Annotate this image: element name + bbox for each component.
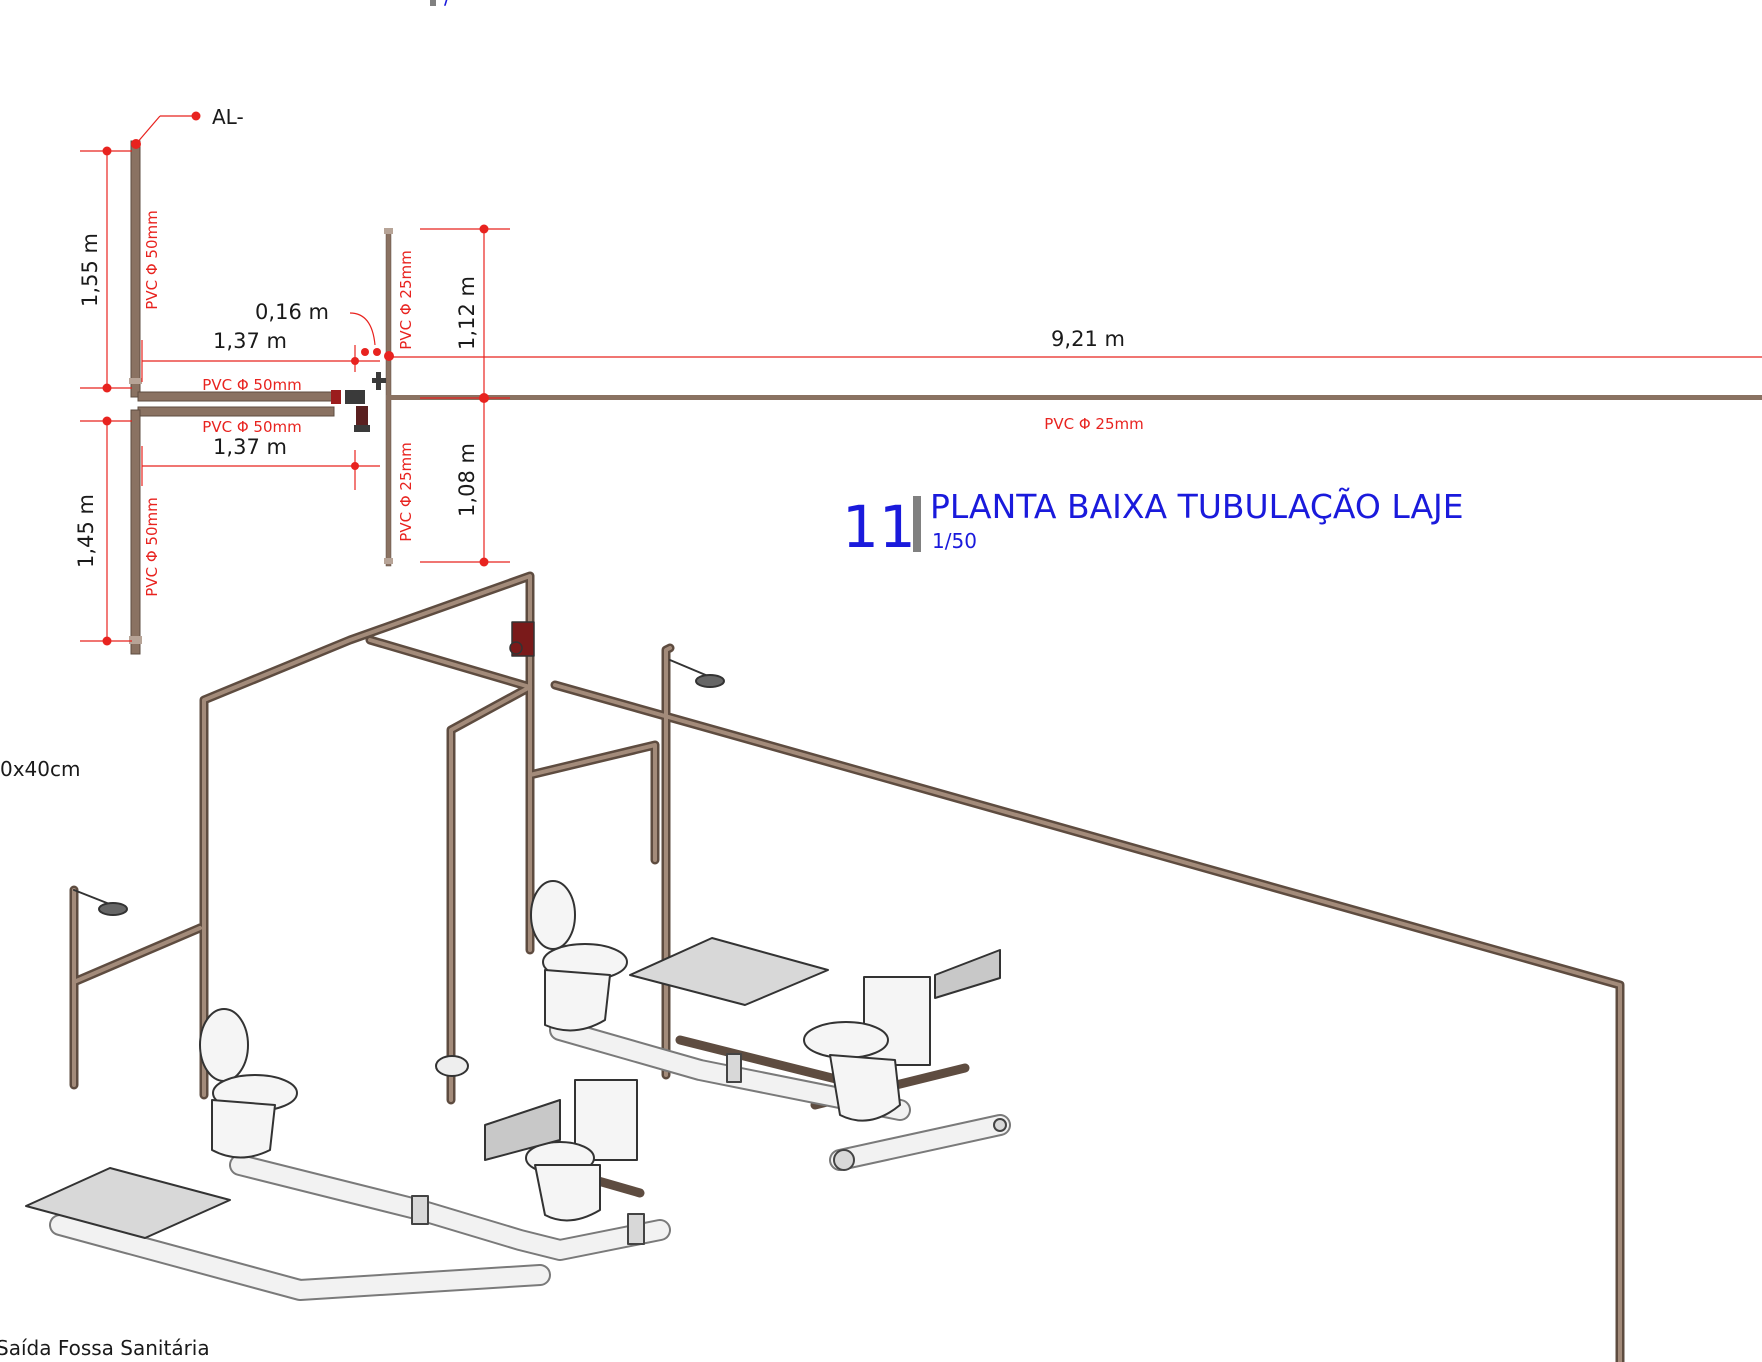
title-block: 11 PLANTA BAIXA TUBULAÇÃO LAJE 1/50 <box>842 487 1464 561</box>
label-riser-upper: PVC Φ 50mm <box>143 210 161 309</box>
toilet-tank-center <box>525 1079 638 1222</box>
lower-riser-pipe <box>129 409 142 655</box>
dim-vertical-lower: 1,08 m <box>455 443 479 517</box>
marker-label: AL- <box>212 105 244 129</box>
label-vertical-upper: PVC Φ 25mm <box>397 250 415 349</box>
note-box-size: 0x40cm <box>0 757 81 781</box>
title-divider <box>913 496 921 552</box>
dim-main-run: 9,21 m <box>1051 327 1125 351</box>
toilet-middle <box>530 880 628 1032</box>
plan-view: 1,55 m 1,45 m 1,37 m 1,37 m 0,16 m 1,12 … <box>74 105 1762 655</box>
dimension-lines <box>80 111 1762 646</box>
supply-pipes <box>69 571 1625 1362</box>
label-branch-lower: PVC Φ 50mm <box>202 418 301 436</box>
toilet-left <box>199 1008 298 1159</box>
sewer-fittings <box>411 1053 1007 1245</box>
main-25mm-pipe <box>386 395 1762 400</box>
sink-right <box>934 949 1001 999</box>
label-branch-upper: PVC Φ 50mm <box>202 376 301 394</box>
toilet-tank-right <box>803 976 931 1122</box>
title-scale: 1/50 <box>932 529 977 553</box>
dim-vertical-upper: 1,12 m <box>455 276 479 350</box>
dim-offset: 0,16 m <box>255 300 329 324</box>
valve-cluster <box>509 621 535 657</box>
label-vertical-lower: PVC Φ 25mm <box>397 442 415 541</box>
dim-branch-lower: 1,37 m <box>213 435 287 459</box>
basin-small <box>435 1055 469 1077</box>
shower-tray-center <box>629 937 829 1006</box>
shower-head-left <box>73 889 128 916</box>
upper-riser-pipe <box>129 140 142 398</box>
title-number: 11 <box>842 493 916 561</box>
note-outlet: Saída Fossa Sanitária <box>0 1336 210 1360</box>
title-fragment-mark <box>430 0 436 6</box>
shower-tray-left <box>25 1167 231 1239</box>
dim-branch-upper: 1,37 m <box>213 329 287 353</box>
dim-riser-upper: 1,55 m <box>78 233 102 307</box>
upper-branch-pipe <box>137 390 365 404</box>
title-main: PLANTA BAIXA TUBULAÇÃO LAJE <box>930 487 1464 526</box>
label-riser-lower: PVC Φ 50mm <box>143 497 161 596</box>
title-fragment-text: / <box>444 0 451 9</box>
sewer-pipes-fill <box>51 1021 1009 1299</box>
label-main-run: PVC Φ 25mm <box>1044 415 1143 433</box>
shower-head-right <box>669 659 725 688</box>
sink-center <box>484 1099 561 1161</box>
isometric-view <box>25 571 1625 1362</box>
supply-pipes-highlight <box>72 574 1622 1362</box>
dim-riser-lower: 1,45 m <box>74 494 98 568</box>
